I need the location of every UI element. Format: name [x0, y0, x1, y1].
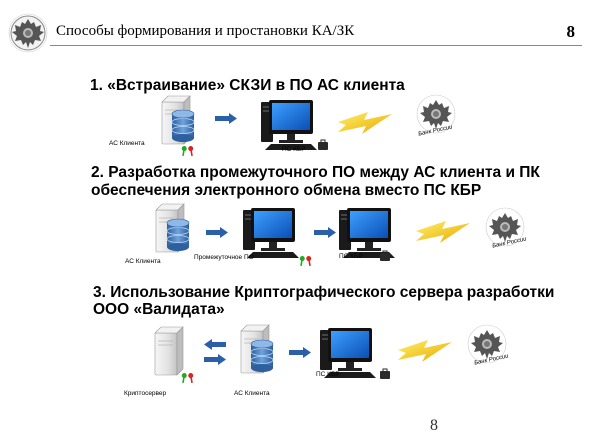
- label-intermediate-software: Промежуточное ПО: [194, 254, 254, 261]
- computer-icon: [243, 208, 299, 258]
- footer-page-number: 8: [430, 417, 438, 434]
- arrow-right-icon: [204, 354, 226, 365]
- header-page-number: 8: [566, 22, 576, 41]
- label-ps-kbr: ПС КБР: [282, 146, 306, 153]
- label-as-client: АС Клиента: [234, 390, 270, 397]
- label-ps-kbr: ПС КБР: [339, 253, 363, 260]
- label-as-client: АС Клиента: [125, 258, 161, 265]
- section-2-heading-line2: обеспечения электронного обмена вместо П…: [91, 182, 482, 199]
- computer-icon: [261, 100, 317, 150]
- arrow-left-icon: [204, 339, 226, 350]
- lightning-icon: [338, 112, 392, 134]
- arrow-right-icon: [289, 347, 311, 358]
- lightning-icon: [416, 221, 470, 243]
- bank-logo: [8, 13, 48, 53]
- briefcase-icon: [379, 368, 391, 380]
- section-3-heading-line1: 3. Использование Криптографического серв…: [93, 284, 555, 301]
- lightning-icon: [398, 340, 452, 362]
- keys-icon: [298, 255, 313, 267]
- keys-icon: [180, 145, 195, 157]
- section-2-heading-line1: 2. Разработка промежуточного ПО между АС…: [91, 164, 540, 181]
- section-1-heading: 1. «Встраивание» СКЗИ в ПО АС клиента: [90, 77, 405, 94]
- briefcase-icon: [317, 139, 329, 151]
- header-title: Способы формирования и простановки КА/ЗК: [56, 23, 355, 39]
- header-divider: [50, 45, 582, 46]
- database-icon: [171, 109, 195, 143]
- arrow-right-icon: [206, 227, 228, 238]
- database-icon: [250, 339, 274, 373]
- briefcase-icon: [379, 250, 391, 262]
- arrow-right-icon: [314, 227, 336, 238]
- section-3-heading-line2: ООО «Валидата»: [93, 301, 225, 318]
- label-crypto-server: Криптосервер: [124, 390, 167, 397]
- label-as-client: АС Клиента: [109, 140, 145, 147]
- arrow-right-icon: [215, 113, 237, 124]
- crypto-server-icon: [154, 326, 184, 376]
- database-icon: [166, 218, 190, 252]
- keys-icon: [180, 372, 195, 384]
- label-ps-kbr: ПС КБР: [316, 371, 340, 378]
